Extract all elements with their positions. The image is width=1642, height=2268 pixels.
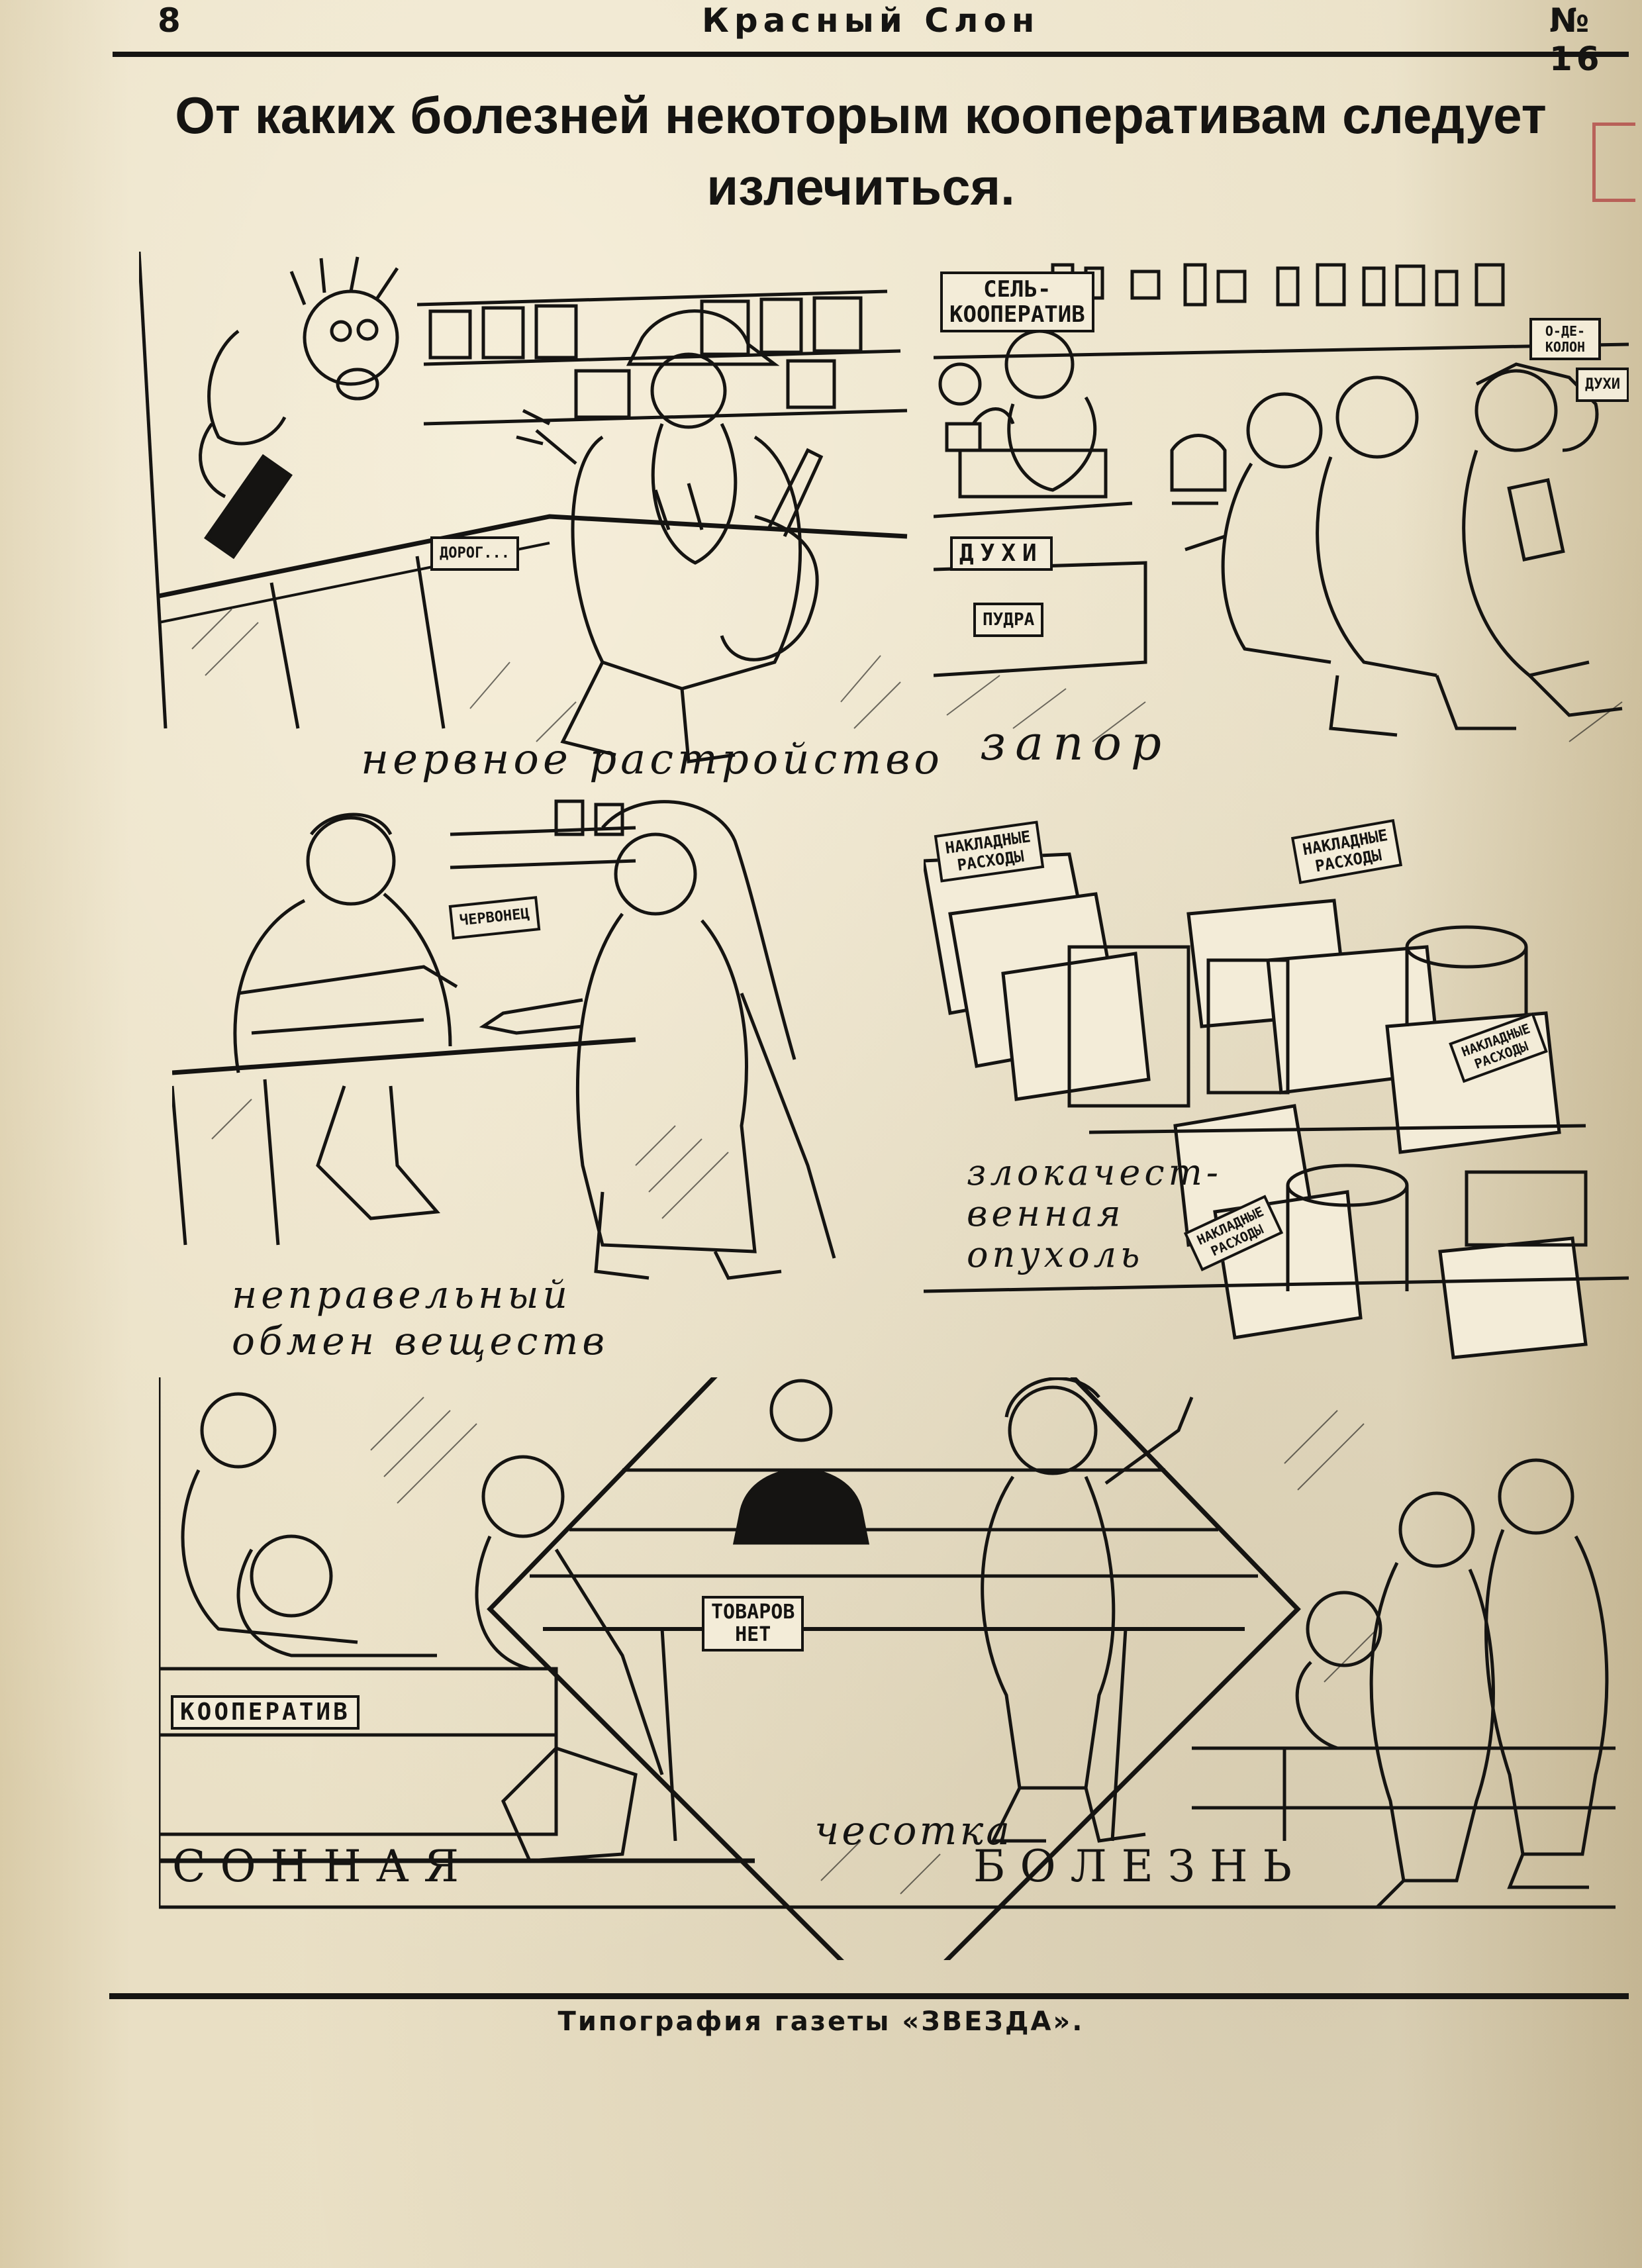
cologne-label: О-ДЕ-КОЛОН (1529, 318, 1601, 360)
sleeping-cooperative-sign: КООПЕРАТИВ (171, 1695, 360, 1730)
no-goods-sign-line-1: ТОВАРОВ (711, 1601, 795, 1624)
heading-line-2: излечиться. (706, 158, 1015, 216)
caption-nervous-disorder: нервное растройство (361, 735, 943, 784)
cooperative-sign: СЕЛЬ- КООПЕРАТИВ (940, 271, 1094, 332)
caption-tumor-line-3: опухоль (967, 1234, 1144, 1275)
no-goods-sign: ТОВАРОВ НЕТ (702, 1596, 804, 1652)
no-goods-sign-line-2: НЕТ (735, 1623, 771, 1646)
page-heading: От каких болезней некоторым кооперативам… (132, 79, 1589, 222)
printer-credit: Типография газеты «ЗВЕЗДА». (557, 2006, 1085, 2037)
issue-number: № 16 (1549, 1, 1604, 78)
caption-metabolism-line-1: неправельный (232, 1272, 571, 1317)
panel-sleeping-sickness: КООПЕРАТИВ ТОВАРОВ НЕТ СОННАЯ БОЛЕЗНЬ че… (159, 1377, 1629, 1960)
header-rule (113, 52, 1629, 57)
powder-label: ПУДРА (973, 603, 1044, 637)
page-number: 8 (158, 1, 185, 40)
heading-line-1: От каких болезней некоторым кооперативам… (175, 86, 1547, 144)
caption-metabolism: неправельный обмен веществ (232, 1271, 608, 1364)
perfume-label: ДУХИ (950, 536, 1053, 571)
perfume-label-2: ДУХИ (1576, 368, 1629, 402)
panel-constipation: СЕЛЬ- КООПЕРАТИВ ДУХИ ПУДРА О-ДЕ-КОЛОН Д… (934, 252, 1629, 755)
cooperative-sign-line-2: КООПЕРАТИВ (949, 301, 1085, 328)
caption-sleeping-right: БОЛЕЗНЬ (973, 1841, 1307, 1892)
sleeping-sickness-illustration (159, 1377, 1616, 1960)
magazine-title: Красный Слон (702, 1, 1040, 40)
caption-constipation: запор (980, 715, 1171, 771)
panel-malignant-tumor: НАКЛАДНЫЕ РАСХОДЫ НАКЛАДНЫЕ РАСХОДЫ НАКЛ… (924, 814, 1629, 1384)
caption-malignant-tumor: злокачест- венная опухоль (967, 1152, 1222, 1275)
panel-nervous-disorder: ДОРОГ... (139, 252, 920, 768)
caption-metabolism-line-2: обмен веществ (232, 1318, 609, 1363)
malignant-tumor-illustration (924, 852, 1629, 1359)
metabolism-illustration (172, 799, 836, 1280)
caption-scabies: чесотка (814, 1808, 1013, 1854)
library-stamp (1592, 123, 1635, 202)
nervous-disorder-illustration (139, 252, 908, 764)
caption-sleeping-left: СОННАЯ (172, 1841, 474, 1892)
caption-tumor-line-1: злокачест- (967, 1152, 1223, 1193)
shelf-price-tag: ДОРОГ... (430, 536, 519, 571)
caption-tumor-line-2: венная (967, 1193, 1125, 1234)
footer-rule (109, 1993, 1629, 1999)
panel-metabolism: ЧЕРВОНЕЦ (172, 795, 914, 1298)
cooperative-sign-line-1: СЕЛЬ- (983, 276, 1051, 303)
